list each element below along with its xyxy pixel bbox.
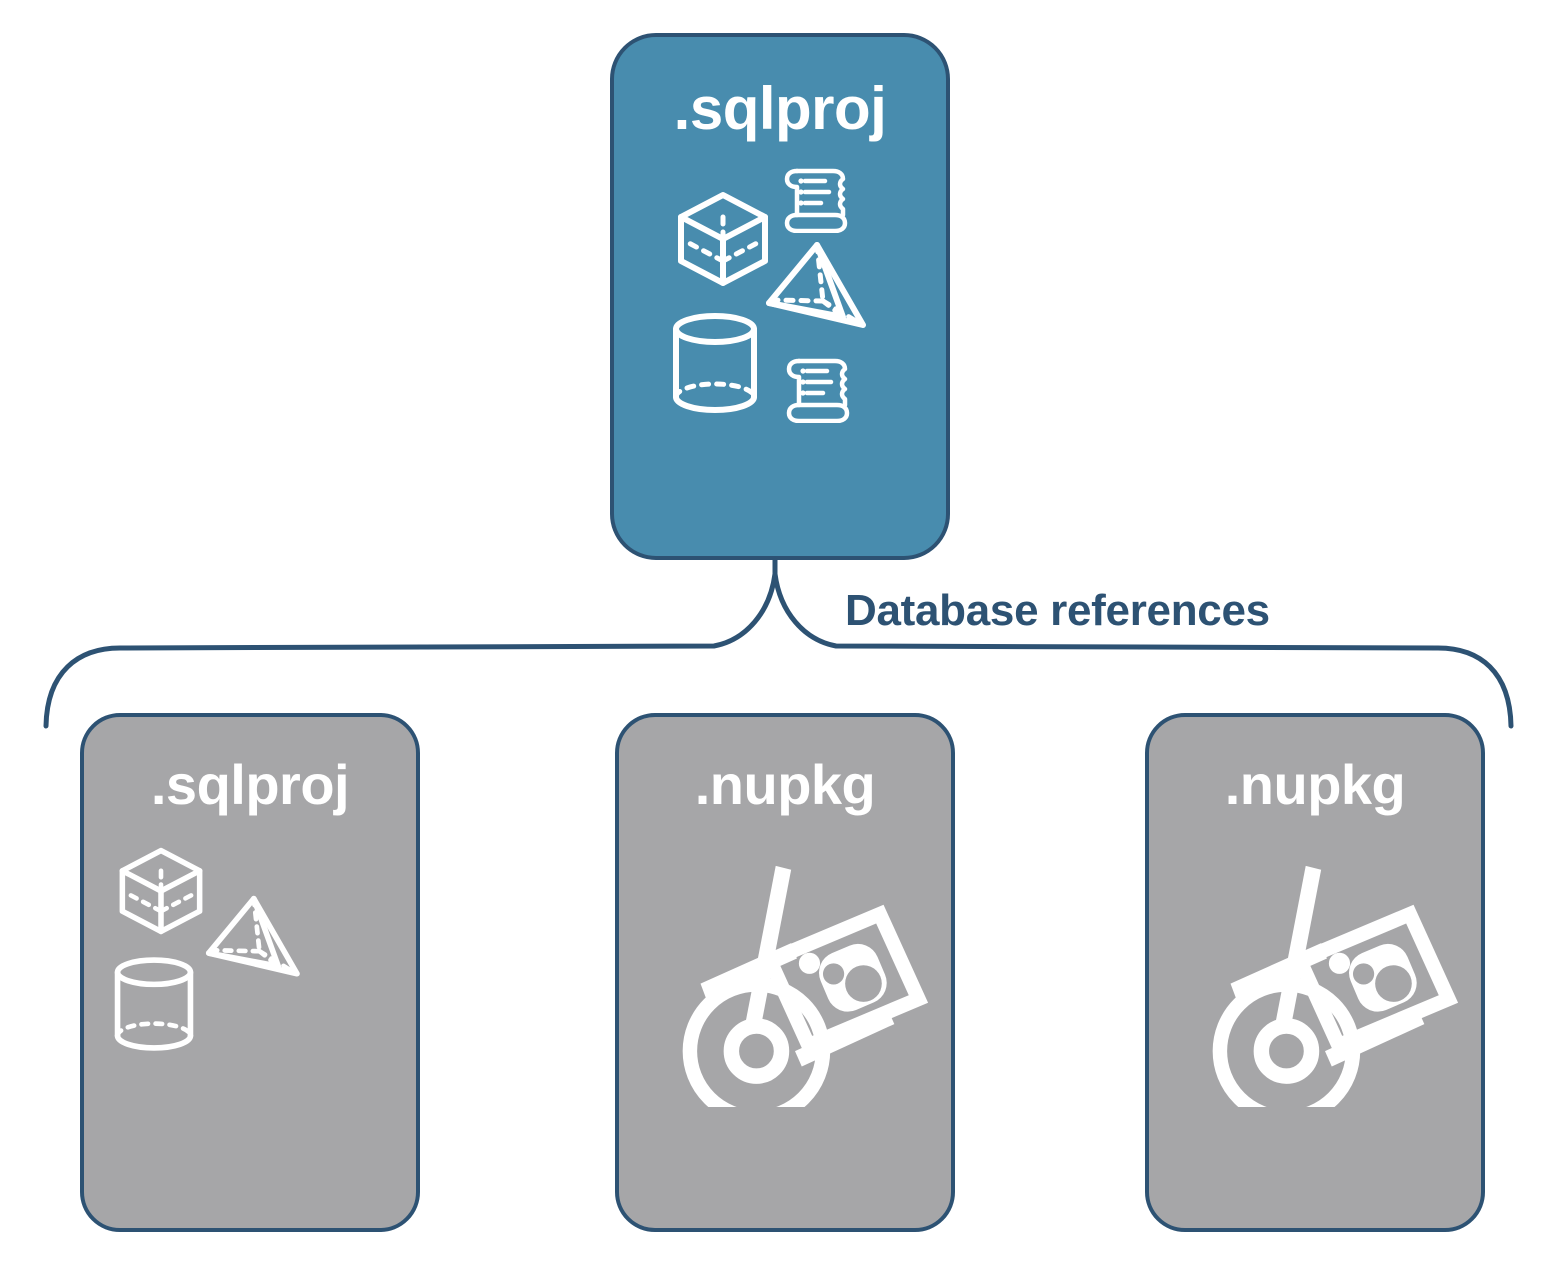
node-child-sqlproj[interactable]: .sqlproj bbox=[80, 713, 420, 1232]
cylinder-wireframe-icon bbox=[673, 313, 757, 413]
node-root-label: .sqlproj bbox=[673, 75, 887, 142]
node-child-label: .nupkg bbox=[1224, 753, 1406, 816]
nuget-package-dolly-icon bbox=[1212, 865, 1459, 1107]
pyramid-wireframe-icon bbox=[205, 895, 300, 977]
node-child-nupkg[interactable]: .nupkg bbox=[615, 713, 955, 1232]
scroll-script-icon bbox=[786, 358, 850, 423]
node-root-icons bbox=[655, 157, 905, 457]
node-child-icons bbox=[105, 827, 395, 1127]
node-child-icons bbox=[640, 827, 930, 1127]
pyramid-wireframe-icon bbox=[766, 242, 866, 328]
node-child-label: .sqlproj bbox=[150, 753, 350, 816]
node-root-sqlproj[interactable]: .sqlproj bbox=[610, 33, 950, 560]
node-child-label: .nupkg bbox=[694, 753, 876, 816]
scroll-script-icon bbox=[784, 168, 848, 233]
nuget-package-dolly-icon bbox=[682, 865, 929, 1107]
cylinder-wireframe-icon bbox=[114, 957, 194, 1051]
node-child-nupkg[interactable]: .nupkg bbox=[1145, 713, 1485, 1232]
brace-caption-label: Database references bbox=[845, 586, 1270, 635]
cube-wireframe-icon bbox=[119, 847, 203, 935]
node-child-icons bbox=[1170, 827, 1460, 1127]
cube-wireframe-icon bbox=[678, 192, 768, 286]
